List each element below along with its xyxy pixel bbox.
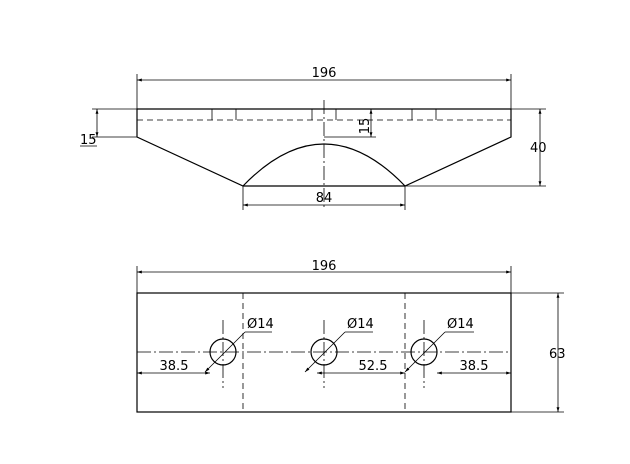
dim-left-offset-label: 38.5 <box>160 359 189 374</box>
dim-plan-height: 63 <box>511 292 566 413</box>
hidden-hole-lines <box>211 109 437 120</box>
dim-arc-width: 84 <box>242 186 406 210</box>
hole-mid-callout: Ø14 <box>304 317 374 373</box>
dim-top-width-label: 196 <box>312 66 337 81</box>
hole-left <box>209 338 237 366</box>
hole-left-label: Ø14 <box>247 317 274 332</box>
dim-height-label: 40 <box>530 141 547 156</box>
dim-arc-width-label: 84 <box>316 191 333 206</box>
hole-mid <box>310 338 338 366</box>
dim-spacing-label: 52.5 <box>359 359 388 374</box>
hole-right-label: Ø14 <box>447 317 474 332</box>
dim-right-offset-label: 38.5 <box>460 359 489 374</box>
dim-height: 40 <box>405 108 547 187</box>
hole-left-callout: Ø14 <box>204 317 274 373</box>
dim-left-step-label: 15 <box>80 133 97 148</box>
dim-top-width: 196 <box>136 66 512 109</box>
hole-right-callout: Ø14 <box>404 317 474 373</box>
hole-mid-label: Ø14 <box>347 317 374 332</box>
dim-left-offset: 38.5 <box>137 359 210 375</box>
dim-spacing: 52.5 <box>317 359 405 375</box>
dim-left-step: 15 <box>80 108 137 148</box>
dim-inner-step: 15 <box>324 108 376 138</box>
front-view: 196 84 40 15 15 <box>80 66 547 210</box>
dim-inner-step-label: 15 <box>358 118 373 135</box>
dim-right-offset: 38.5 <box>437 359 511 375</box>
dim-plan-width-label: 196 <box>312 259 337 274</box>
plan-view: Ø14 Ø14 Ø14 196 63 38.5 <box>136 259 566 413</box>
dim-plan-width: 196 <box>136 259 512 293</box>
plan-outline <box>136 292 512 413</box>
hole-right <box>410 338 438 366</box>
dim-plan-height-label: 63 <box>549 347 566 362</box>
